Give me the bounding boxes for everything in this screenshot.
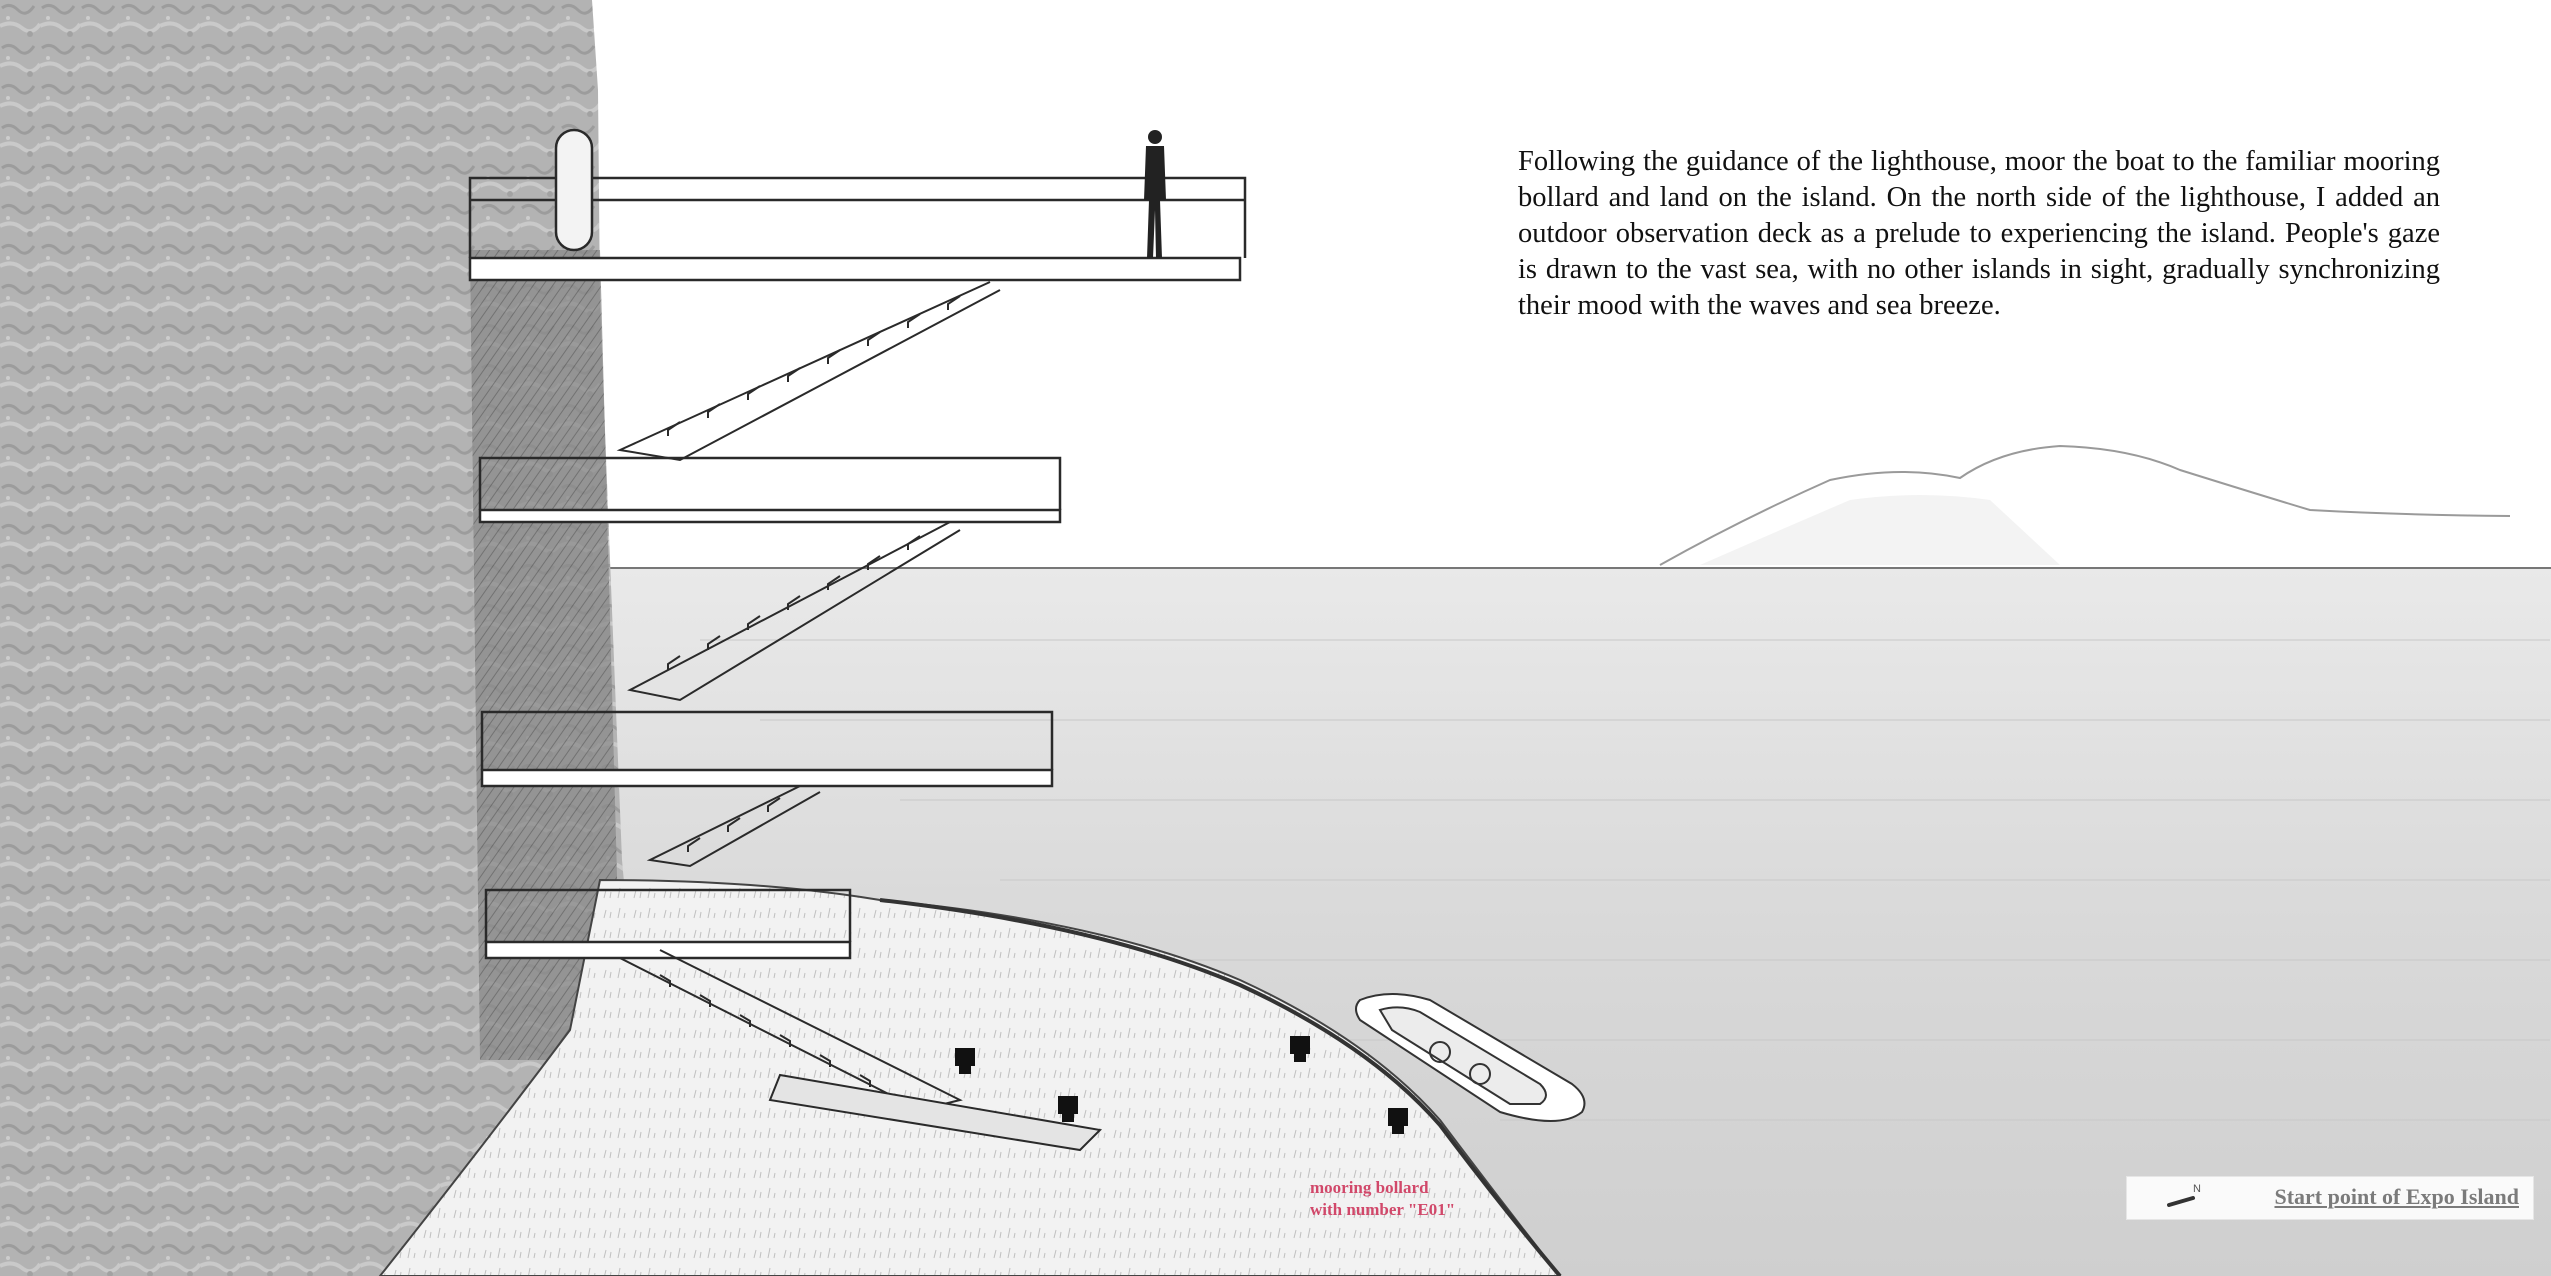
zigzag-stairs (616, 281, 1103, 1152)
north-symbol: N (2193, 1183, 2201, 1195)
observation-deck (468, 128, 1247, 960)
lighthouse-wall (470, 250, 622, 1060)
description-text: Following the guidance of the lighthouse… (1518, 146, 2440, 321)
person-silhouette (1144, 130, 1166, 258)
sea-waves (700, 639, 2550, 1121)
start-point-link[interactable]: Start point of Expo Island (2274, 1184, 2519, 1209)
north-arrow-icon (2167, 1196, 2195, 1207)
distant-island (1659, 444, 2511, 566)
mooring-bollards (955, 1036, 1408, 1134)
bollard-label-line2: with number "E01" (1310, 1200, 1456, 1219)
bollard-annotation: mooring bollard with number "E01" (1310, 1177, 1510, 1221)
island-ground (378, 878, 1562, 1276)
boat (1355, 993, 1586, 1122)
location-label-box: N Start point of Expo Island (2126, 1176, 2534, 1220)
bollard-label-line1: mooring bollard (1310, 1178, 1429, 1197)
